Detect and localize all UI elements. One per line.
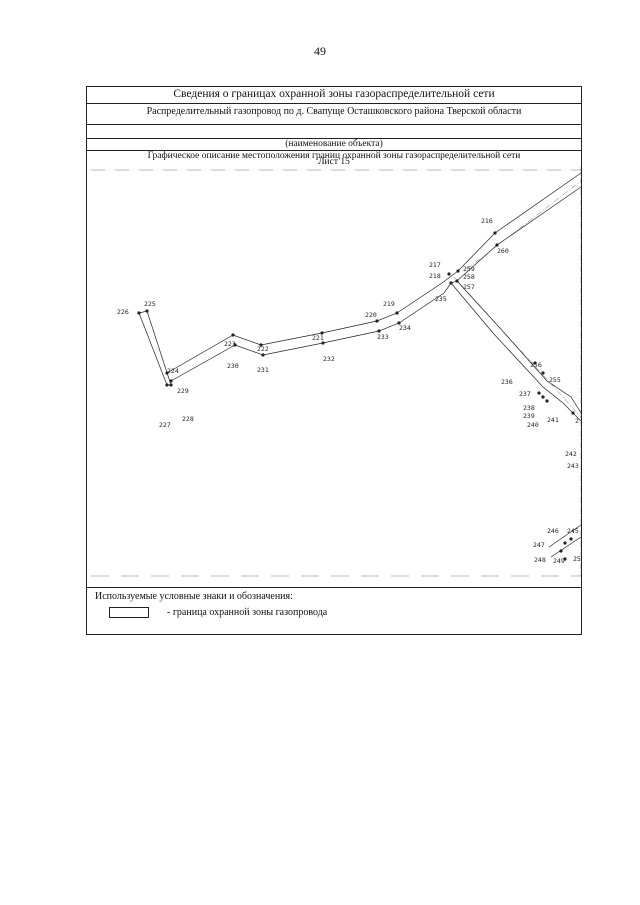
- point-label: 219: [383, 300, 395, 308]
- point-label: 236: [501, 378, 513, 386]
- point-label: 258: [463, 273, 475, 281]
- point-label: 223: [224, 340, 236, 348]
- point-label: 249: [553, 557, 565, 565]
- point-labels: 216 260 217 259 218 258 257 235 219 220 …: [117, 217, 581, 565]
- object-name: Распределительный газопровод по д. Свапу…: [87, 104, 581, 125]
- section-title: Графическое описание местоположения гран…: [147, 151, 521, 161]
- point-label: 229: [177, 387, 189, 395]
- point-label: 2: [575, 417, 579, 425]
- point-label: 245: [567, 527, 579, 535]
- point-label: 218: [429, 272, 441, 280]
- point-label: 260: [497, 247, 509, 255]
- point-label: 255: [549, 376, 561, 384]
- point-label: 217: [429, 261, 441, 269]
- point-label: 221: [312, 334, 324, 342]
- legend-title: Используемые условные знаки и обозначени…: [95, 591, 293, 602]
- point-label: 227: [159, 421, 171, 429]
- point-label: 224: [167, 367, 179, 375]
- point-label: 233: [377, 333, 389, 341]
- point-label: 231: [257, 366, 269, 374]
- point-label: 25: [573, 555, 581, 563]
- point-label: 241: [547, 416, 559, 424]
- sheet-label: Лист 15: [318, 157, 350, 167]
- point-label: 259: [463, 265, 475, 273]
- point-label: 256: [530, 361, 542, 369]
- point-label: 230: [227, 362, 239, 370]
- boundary-info-form: Сведения о границах охранной зоны газора…: [86, 86, 582, 635]
- page-number: 49: [314, 44, 326, 58]
- point-label: 225: [144, 300, 156, 308]
- point-label: 240: [527, 421, 539, 429]
- point-label: 232: [323, 355, 335, 363]
- protection-zone-boundary: [138, 172, 581, 422]
- point-label: 243: [567, 462, 579, 470]
- point-label: 220: [365, 311, 377, 319]
- point-label: 246: [547, 527, 559, 535]
- dash-dot-axis: [453, 167, 581, 576]
- point-label: 235: [435, 295, 447, 303]
- legend-divider: [87, 587, 581, 588]
- point-label: 238: [523, 404, 535, 412]
- point-label: 226: [117, 308, 129, 316]
- boundary-map: 216 260 217 259 218 258 257 235 219 220 …: [91, 167, 581, 577]
- vertex-markers: [137, 231, 575, 561]
- point-label: 237: [519, 390, 531, 398]
- point-label: 216: [481, 217, 493, 225]
- object-name-caption: (наименование объекта): [87, 138, 581, 151]
- point-label: 247: [533, 541, 545, 549]
- point-label: 257: [463, 283, 475, 291]
- point-label: 234: [399, 324, 411, 332]
- point-label: 239: [523, 412, 535, 420]
- legend-boundary-label: - граница охранной зоны газопровода: [167, 607, 328, 618]
- point-label: 228: [182, 415, 194, 423]
- form-title: Сведения о границах охранной зоны газора…: [87, 87, 581, 104]
- point-label: 248: [534, 556, 546, 564]
- point-label: 222: [257, 345, 269, 353]
- point-label: 242: [565, 450, 577, 458]
- legend-boundary-swatch: [109, 607, 149, 618]
